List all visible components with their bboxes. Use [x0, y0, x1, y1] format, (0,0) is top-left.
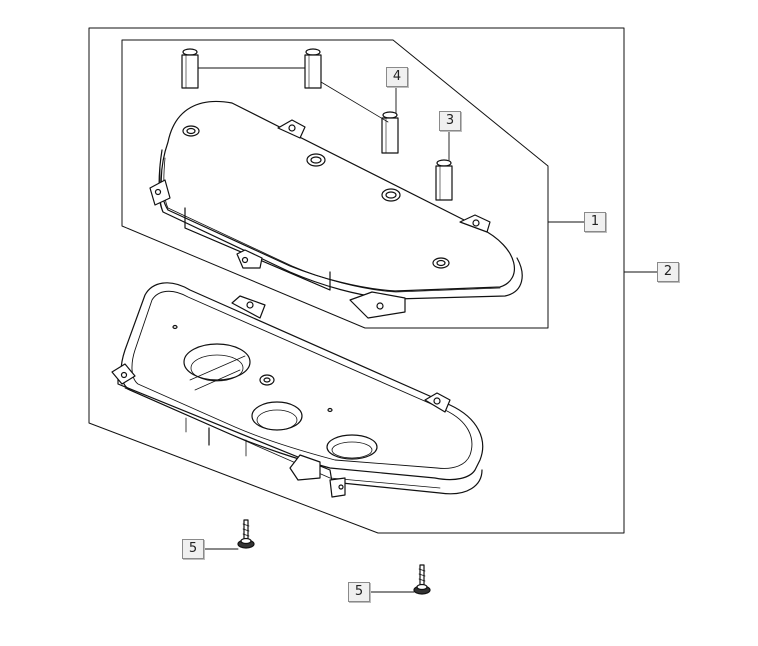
lower-housing-part — [111, 282, 484, 498]
pin-part — [304, 48, 322, 89]
upper-cover-part — [149, 100, 523, 319]
callout-label-5: 5 — [348, 582, 370, 602]
sub-assembly-boundary-outline — [121, 39, 549, 329]
screw-part — [413, 564, 431, 595]
callout-label-2: 2 — [657, 262, 679, 282]
pin-part — [381, 111, 399, 154]
pin-part — [435, 159, 453, 201]
callout-label-3: 3 — [439, 111, 461, 131]
callout-label-5: 5 — [182, 539, 204, 559]
assembly-boundary-outline — [88, 27, 625, 534]
screw-part — [237, 519, 255, 549]
pin-part — [181, 48, 199, 89]
callout-label-1: 1 — [584, 212, 606, 232]
callout-label-4: 4 — [386, 67, 408, 87]
